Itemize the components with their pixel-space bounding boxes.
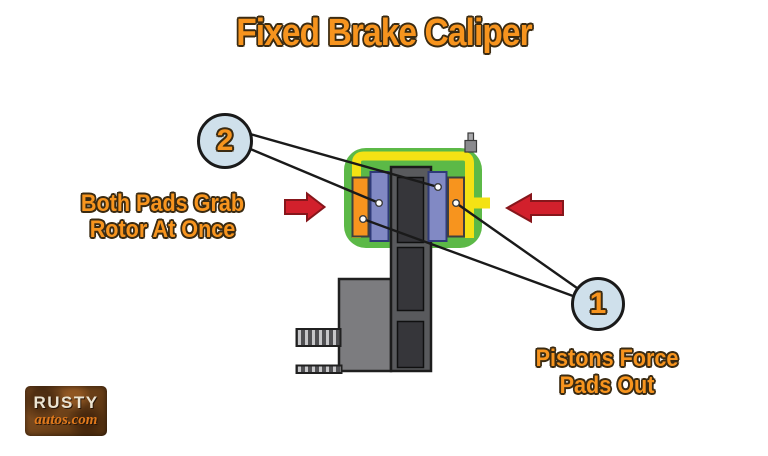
- callout-circle-1: 1: [571, 277, 625, 331]
- inward-force-arrow-left: [284, 191, 327, 223]
- leader-line-1-to-left-piston: [362, 217, 574, 298]
- leader-dot-left-piston: [359, 214, 368, 223]
- leader-dot-left-pad: [375, 198, 384, 207]
- label-both-pads-grab: Both Pads Grab Rotor At Once: [52, 191, 273, 243]
- callout-number-2: 2: [216, 124, 234, 157]
- label-both-pads-grab-line1: Both Pads Grab: [80, 190, 245, 217]
- axle-splines-lower: [295, 364, 343, 374]
- callout-number-1: 1: [589, 287, 607, 320]
- rotor-vent-top: [396, 176, 425, 244]
- axle-splines: [295, 328, 342, 347]
- wheel-hub: [337, 277, 393, 373]
- leader-dot-right-pad: [434, 182, 443, 191]
- logo-domain-text: autos.com: [34, 412, 98, 428]
- logo-brand-text: RUSTY: [33, 393, 99, 412]
- brake-line-stub: [469, 197, 490, 209]
- label-pistons-force: Pistons Force Pads Out: [504, 345, 711, 399]
- leader-line-2-to-right-pad: [249, 132, 439, 189]
- right-brake-pad: [427, 171, 448, 242]
- left-piston: [351, 176, 370, 238]
- hydraulic-fluid-channel: [352, 151, 474, 238]
- label-pistons-force-line1: Pistons Force: [535, 345, 679, 372]
- label-both-pads-grab-line2: Rotor At Once: [89, 216, 236, 243]
- rotor-vent-middle: [396, 246, 425, 312]
- rustyautos-logo: RUSTY autos.com: [25, 386, 107, 436]
- label-pistons-force-line2: Pads Out: [559, 372, 655, 399]
- page-title: Fixed Brake Caliper: [236, 12, 532, 54]
- leader-line-2-to-left-pad: [247, 146, 380, 205]
- callout-circle-2: 2: [197, 113, 253, 169]
- bleeder-valve-base: [464, 139, 478, 153]
- right-piston: [447, 176, 465, 238]
- rotor-vent-bottom: [396, 320, 425, 369]
- leader-dot-right-piston: [452, 198, 461, 207]
- leader-line-1-to-right-piston: [455, 202, 578, 289]
- inward-force-arrow-right: [504, 192, 564, 224]
